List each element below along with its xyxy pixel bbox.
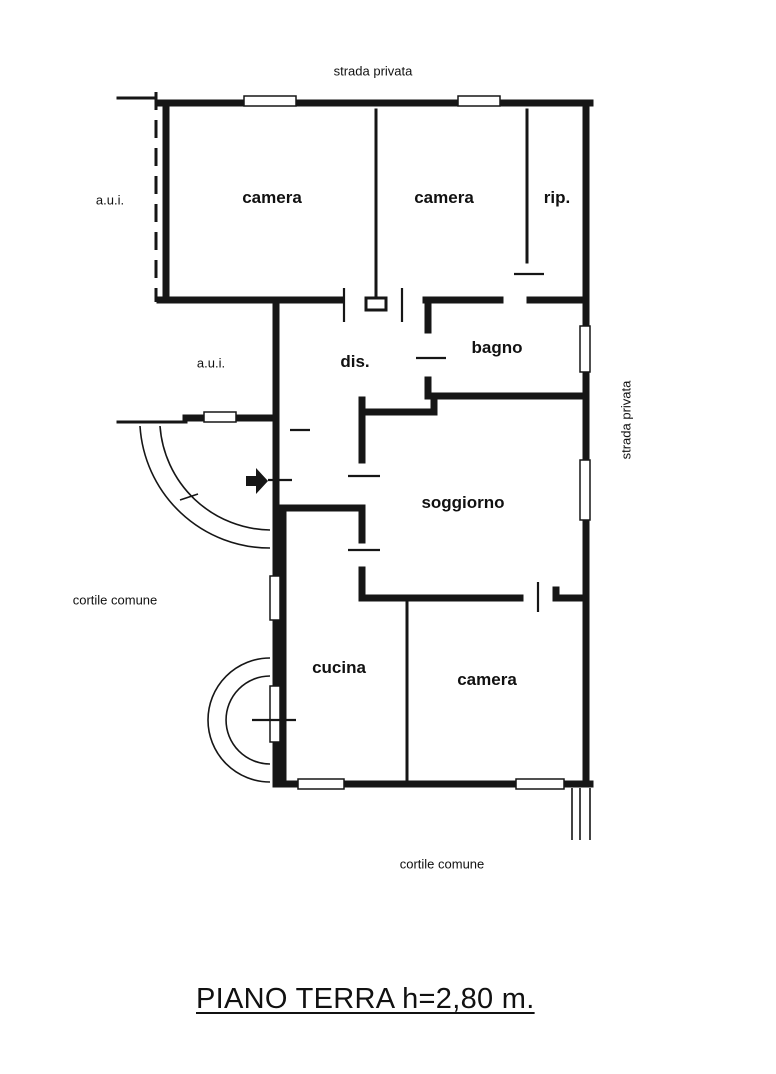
label-strada-privata-top: strada privata	[333, 63, 413, 79]
wall-soggiorno-south	[358, 566, 590, 602]
entrance-gate-swing-inner	[159, 425, 271, 531]
window-bottom-1	[297, 778, 345, 790]
window-top-2	[457, 95, 501, 107]
room-label-cucina: cucina	[312, 658, 366, 677]
room-label-camera-3: camera	[457, 670, 517, 689]
pillar	[364, 296, 388, 312]
kitchen-bay-swing-inner	[225, 675, 271, 765]
wall-kitchen-north	[279, 504, 366, 544]
plan-title: PIANO TERRA h=2,80 m.	[196, 983, 535, 1015]
window-top-1	[243, 95, 297, 107]
rear-exit-lines	[571, 788, 591, 840]
room-label-soggiorno: soggiorno	[421, 493, 505, 512]
room-label-dis: dis.	[340, 352, 370, 371]
label-cortile-left: cortile comune	[72, 592, 158, 608]
room-label-camera-2: camera	[414, 188, 474, 207]
window-entrance	[203, 411, 237, 423]
window-bottom-2	[515, 778, 565, 790]
wall-soggiorno-north	[358, 396, 438, 464]
label-aui-mid: a.u.i.	[196, 355, 226, 371]
label-strada-privata-right: strada privata	[618, 380, 634, 460]
label-cortile-bottom: cortile comune	[399, 856, 485, 872]
kitchen-bay-swing	[207, 657, 271, 783]
entrance-gate-swing	[139, 425, 271, 549]
room-label-camera-1: camera	[242, 188, 302, 207]
window-west-1	[269, 575, 281, 621]
entrance-arrow-icon	[246, 468, 268, 494]
window-west-2	[269, 685, 281, 743]
entrance-gate-leaf	[179, 493, 199, 501]
window-right-soggiorno	[579, 459, 591, 521]
label-aui-top: a.u.i.	[95, 192, 125, 208]
room-label-bagno: bagno	[471, 338, 523, 357]
window-right-bagno	[579, 325, 591, 373]
room-label-rip: rip.	[543, 188, 571, 207]
